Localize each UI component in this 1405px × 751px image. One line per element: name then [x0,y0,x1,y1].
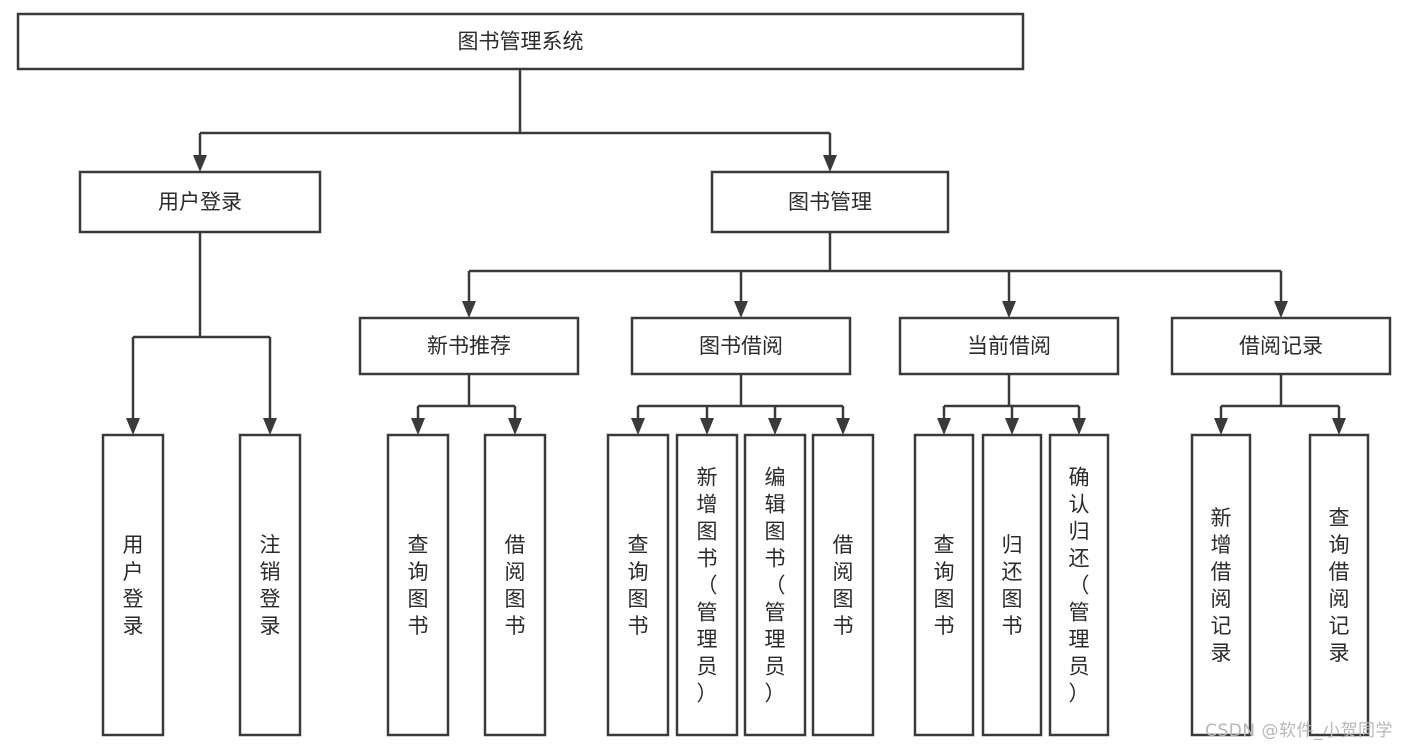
node-book-manage[interactable]: 图书管理 [710,170,950,234]
node-leaf-add-book[interactable]: 新增图书（管理员） [675,433,739,737]
node-user-login[interactable]: 用户登录 [78,170,322,234]
node-current-borrow[interactable]: 当前借阅 [898,316,1120,376]
node-label-leaf-query-book-2: 查询图书 [628,533,649,638]
arrow-head-icon [1274,301,1288,318]
node-label-book-borrow: 图书借阅 [699,334,783,358]
arrow-head-icon [937,418,951,435]
node-label-leaf-query-book-3: 查询图书 [934,533,955,638]
node-label-leaf-user-login: 用户登录 [123,533,144,638]
node-box-leaf-logout[interactable] [238,433,302,737]
node-label-leaf-add-book: 新增图书（管理员） [697,466,718,706]
node-box-leaf-edit-book[interactable] [743,433,807,737]
arrow-head-icon [1332,418,1346,435]
arrow-head-icon [823,155,837,172]
node-box-leaf-borrow-book-1[interactable] [483,433,547,737]
node-leaf-user-login[interactable]: 用户登录 [101,433,165,737]
node-new-book-recommend[interactable]: 新书推荐 [358,316,580,376]
node-box-leaf-user-login[interactable] [101,433,165,737]
node-book-borrow[interactable]: 图书借阅 [630,316,852,376]
arrow-head-icon [126,418,140,435]
arrow-head-icon [1214,418,1228,435]
node-leaf-return-book[interactable]: 归还图书 [981,433,1043,737]
node-box-leaf-query-book-2[interactable] [606,433,670,737]
node-label-leaf-query-record: 查询借阅记录 [1329,506,1350,665]
node-box-leaf-confirm-return[interactable] [1048,433,1110,737]
arrow-head-icon [734,301,748,318]
arrow-head-icon [508,418,522,435]
arrow-head-icon [1002,301,1016,318]
node-box-book-borrow[interactable] [630,316,852,376]
node-box-leaf-query-book-3[interactable] [913,433,975,737]
node-label-user-login: 用户登录 [158,190,242,214]
node-box-leaf-query-record[interactable] [1308,433,1370,737]
arrow-head-icon [768,418,782,435]
connector-layer [126,69,1346,435]
node-label-leaf-borrow-book-2: 借阅图书 [833,533,854,638]
node-leaf-query-book-3[interactable]: 查询图书 [913,433,975,737]
arrow-head-icon [462,301,476,318]
node-label-leaf-confirm-return: 确认归还（管理员） [1069,466,1090,706]
node-label-borrow-record: 借阅记录 [1239,334,1323,358]
node-box-leaf-add-record[interactable] [1190,433,1252,737]
node-box-leaf-return-book[interactable] [981,433,1043,737]
node-leaf-add-record[interactable]: 新增借阅记录 [1190,433,1252,737]
node-leaf-query-book-2[interactable]: 查询图书 [606,433,670,737]
node-label-root: 图书管理系统 [458,30,584,54]
node-leaf-query-record[interactable]: 查询借阅记录 [1308,433,1370,737]
node-box-new-book-recommend[interactable] [358,316,580,376]
node-leaf-edit-book[interactable]: 编辑图书（管理员） [743,433,807,737]
node-leaf-logout[interactable]: 注销登录 [238,433,302,737]
node-layer: 图书管理系统用户登录图书管理新书推荐图书借阅当前借阅借阅记录用户登录注销登录查询… [16,12,1392,737]
node-leaf-borrow-book-2[interactable]: 借阅图书 [811,433,875,737]
node-box-borrow-record[interactable] [1170,316,1392,376]
node-box-leaf-add-book[interactable] [675,433,739,737]
node-leaf-confirm-return[interactable]: 确认归还（管理员） [1048,433,1110,737]
node-label-leaf-logout: 注销登录 [260,533,281,638]
node-box-book-manage[interactable] [710,170,950,234]
arrow-head-icon [631,418,645,435]
arrow-head-icon [193,155,207,172]
arrow-head-icon [1072,418,1086,435]
node-label-leaf-query-book-1: 查询图书 [408,533,429,638]
node-box-user-login[interactable] [78,170,322,234]
node-leaf-borrow-book-1[interactable]: 借阅图书 [483,433,547,737]
node-label-book-manage: 图书管理 [788,190,872,214]
arrow-head-icon [836,418,850,435]
node-box-leaf-query-book-1[interactable] [386,433,450,737]
node-box-leaf-borrow-book-2[interactable] [811,433,875,737]
node-label-leaf-return-book: 归还图书 [1002,533,1023,638]
node-label-new-book-recommend: 新书推荐 [427,334,511,358]
node-box-root[interactable] [16,12,1025,71]
arrow-head-icon [1005,418,1019,435]
node-label-leaf-edit-book: 编辑图书（管理员） [765,466,786,706]
node-label-leaf-add-record: 新增借阅记录 [1211,506,1232,665]
arrow-head-icon [700,418,714,435]
arrow-head-icon [411,418,425,435]
arrow-head-icon [263,418,277,435]
node-label-current-borrow: 当前借阅 [967,334,1051,358]
node-borrow-record[interactable]: 借阅记录 [1170,316,1392,376]
node-leaf-query-book-1[interactable]: 查询图书 [386,433,450,737]
node-box-current-borrow[interactable] [898,316,1120,376]
node-label-leaf-borrow-book-1: 借阅图书 [505,533,526,638]
node-root[interactable]: 图书管理系统 [16,12,1025,71]
